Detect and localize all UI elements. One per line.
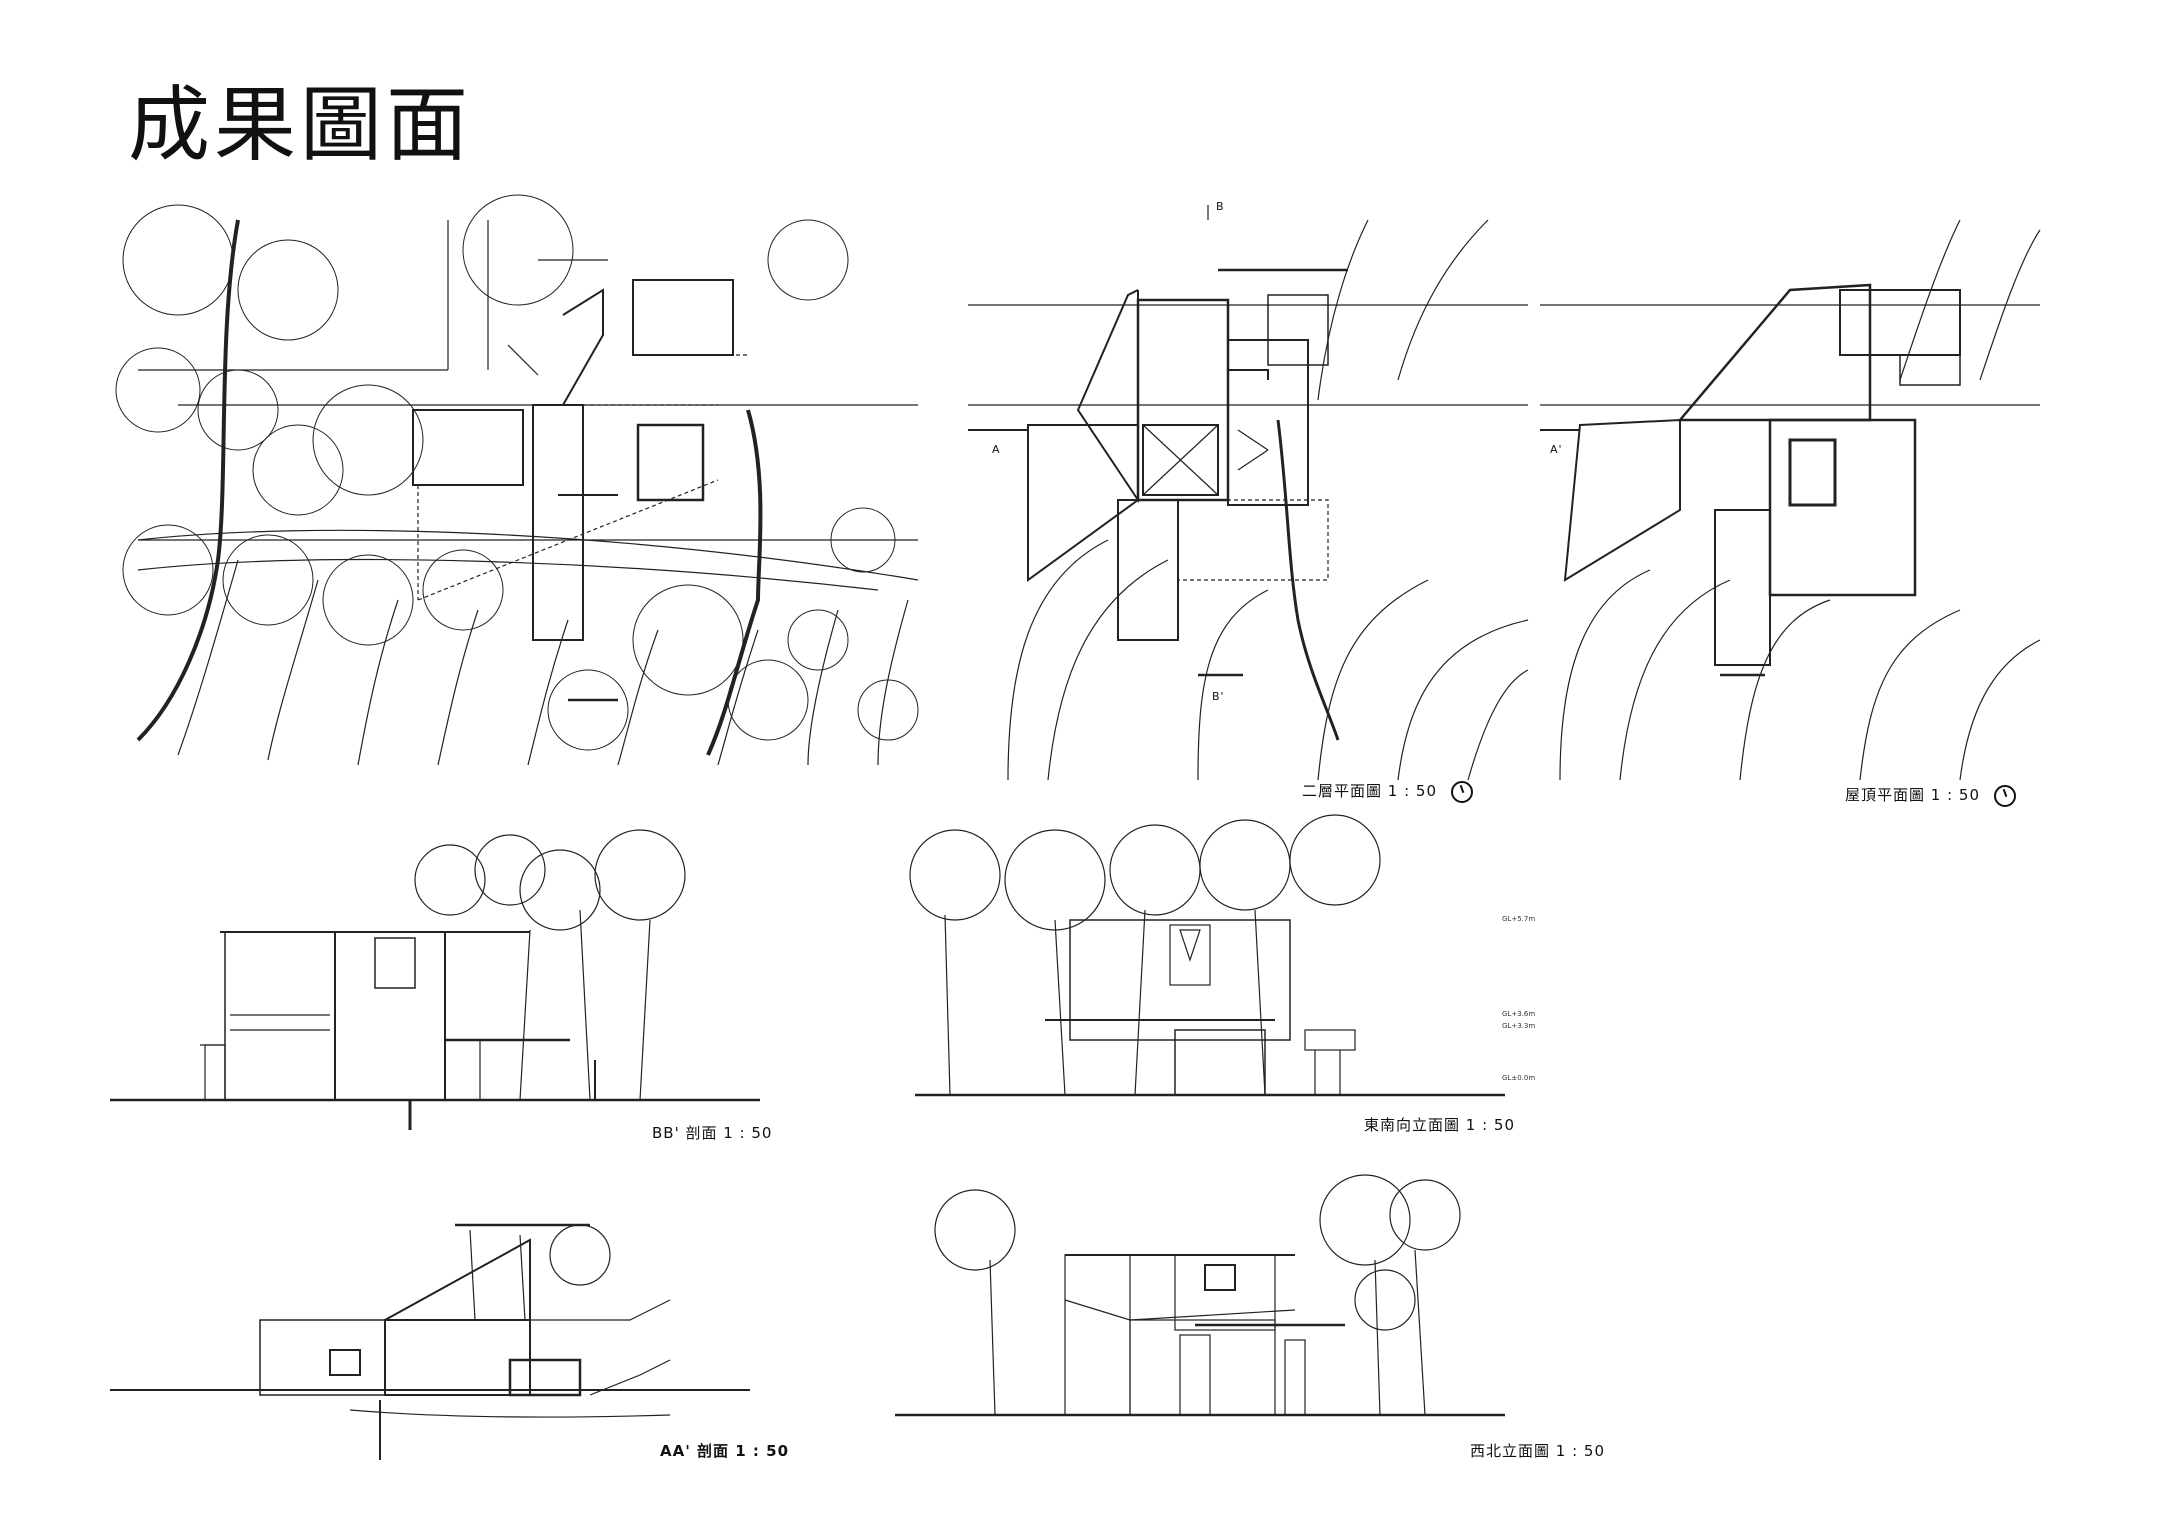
- northwest-elevation-caption: 西北立面圖 1 : 50: [1470, 1442, 1605, 1460]
- section-bb-svg: [110, 829, 760, 1130]
- section-aa-caption: AA' 剖面 1 : 50: [660, 1442, 790, 1460]
- second-floor-plan-drawing: A B B': [968, 200, 1529, 781]
- level-mark: GL+3.6m: [1502, 1010, 1536, 1018]
- roof-plan-caption: 屋頂平面圖 1 : 50: [1845, 784, 2016, 807]
- section-bb-caption: BB' 剖面 1 : 50: [652, 1124, 773, 1142]
- level-mark: GL±0.0m: [1502, 1074, 1536, 1082]
- caption-text: 二層平面圖 1 : 50: [1302, 782, 1437, 800]
- north-arrow-icon: [1994, 784, 2016, 807]
- northwest-elevation-drawing: [895, 1174, 1555, 1430]
- section-aa-svg: [110, 1223, 750, 1460]
- level-mark: GL+5.7m: [1502, 915, 1536, 923]
- roof-plan-drawing: A': [1540, 200, 2041, 781]
- site-plan-drawing: [115, 180, 919, 770]
- roof-plan-svg: [1540, 219, 2041, 781]
- northwest-elevation-svg: [895, 1174, 1505, 1417]
- tree-canopy: [115, 194, 919, 751]
- level-mark: GL+3.3m: [1502, 1022, 1536, 1030]
- north-arrow-icon: [1451, 780, 1473, 803]
- southeast-elevation-drawing: [895, 814, 1555, 1110]
- second-floor-plan-caption: 二層平面圖 1 : 50: [1302, 780, 1473, 803]
- section-mark-b: B: [1216, 200, 1225, 213]
- page-title: 成果圖面: [128, 78, 473, 173]
- second-floor-plan-svg: [968, 205, 1529, 781]
- site-plan-svg: [115, 194, 919, 766]
- section-aa-drawing: [110, 1220, 770, 1470]
- caption-text: 屋頂平面圖 1 : 50: [1845, 786, 1980, 804]
- southeast-elevation-caption: 東南向立面圖 1 : 50: [1364, 1116, 1515, 1134]
- section-mark-b-prime: B': [1212, 690, 1225, 703]
- section-bb-drawing: [110, 829, 770, 1130]
- southeast-elevation-svg: [909, 814, 1505, 1097]
- section-mark-a: A: [992, 443, 1001, 456]
- section-mark-a-prime: A': [1550, 443, 1563, 456]
